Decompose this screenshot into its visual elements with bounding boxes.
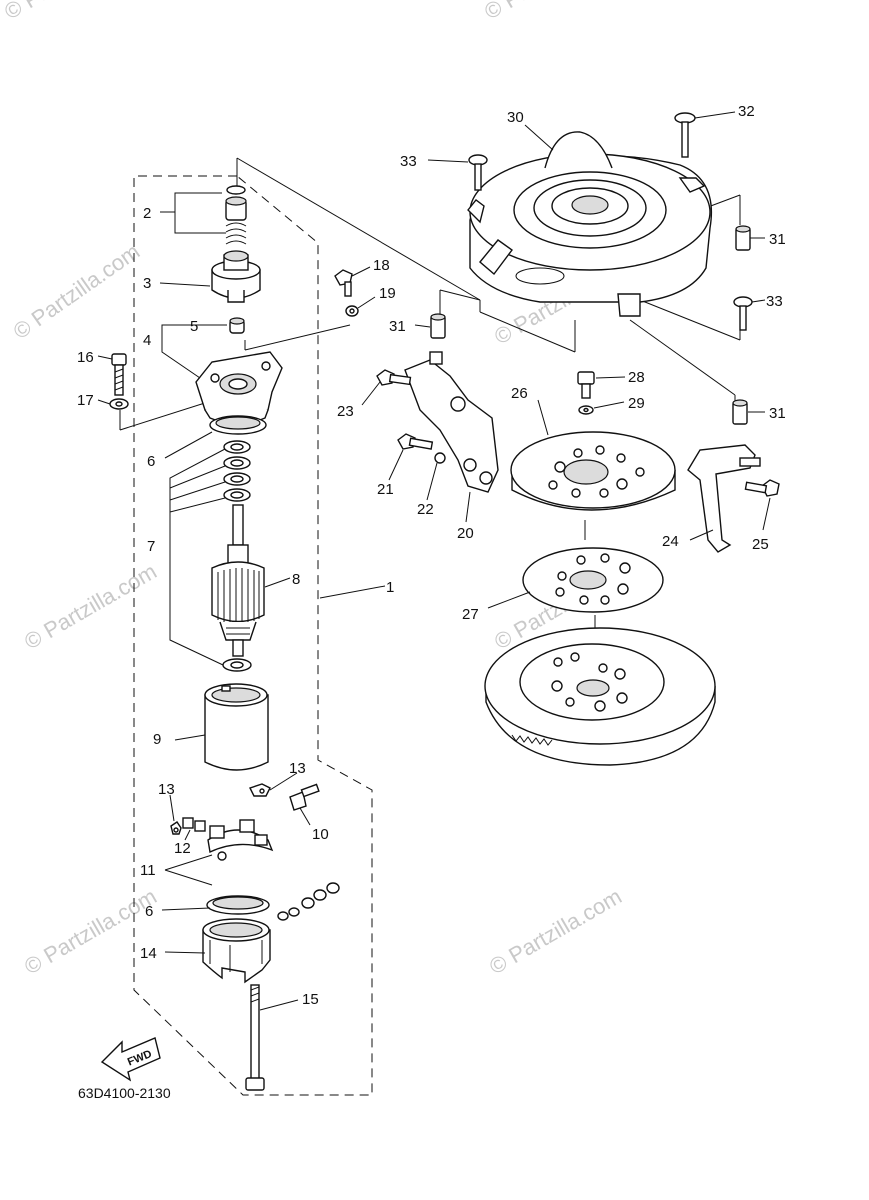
flywheel[interactable] <box>484 627 716 766</box>
callout-32: 32 <box>738 103 755 120</box>
callout-14: 14 <box>140 945 157 962</box>
callout-3: 3 <box>143 275 151 292</box>
callout-23: 23 <box>337 403 354 420</box>
callout-10: 10 <box>312 826 329 843</box>
terminal-bolt[interactable] <box>289 783 320 811</box>
pulser-coil-plate[interactable] <box>522 547 664 613</box>
screw[interactable] <box>468 154 488 191</box>
watermark-text: © Partzilla.com <box>20 884 161 980</box>
starter-pinion-drive[interactable] <box>211 250 261 303</box>
bolt[interactable] <box>577 371 595 399</box>
washer[interactable] <box>345 305 359 317</box>
o-ring-upper[interactable] <box>209 415 267 435</box>
pinion-stop-collar[interactable] <box>225 185 247 245</box>
armature[interactable] <box>211 504 265 657</box>
callout-31c: 31 <box>769 405 786 422</box>
callout-17: 17 <box>77 392 94 409</box>
starter-assembly-boundary <box>133 175 373 1096</box>
callout-31b: 31 <box>389 318 406 335</box>
bolt[interactable] <box>397 433 434 450</box>
callout-15: 15 <box>302 991 319 1008</box>
stator-plate[interactable] <box>510 431 676 511</box>
callout-21: 21 <box>377 481 394 498</box>
washer[interactable] <box>109 398 129 410</box>
thrust-washers[interactable] <box>222 440 252 672</box>
callout-9: 9 <box>153 731 161 748</box>
nut-washer-set[interactable] <box>277 882 340 921</box>
callout-33b: 33 <box>766 293 783 310</box>
callout-16: 16 <box>77 349 94 366</box>
screw[interactable] <box>674 112 696 158</box>
callout-25: 25 <box>752 536 769 553</box>
callout-31a: 31 <box>769 231 786 248</box>
callout-5: 5 <box>190 318 198 335</box>
callout-labels: 1 2 3 4 5 6 7 8 9 10 11 12 13 13 6 14 15… <box>77 103 786 1008</box>
callout-22: 22 <box>417 501 434 518</box>
callout-20: 20 <box>457 525 474 542</box>
callout-26: 26 <box>511 385 528 402</box>
forward-direction-arrow: FWD <box>100 1037 161 1082</box>
terminal-lug[interactable] <box>249 783 271 797</box>
starter-upper-bracket[interactable] <box>195 351 283 425</box>
washer[interactable] <box>578 405 594 415</box>
callout-1: 1 <box>386 579 394 596</box>
bolt[interactable] <box>376 369 412 386</box>
callout-6: 6 <box>147 453 155 470</box>
callout-27: 27 <box>462 606 479 623</box>
starter-lower-bracket[interactable] <box>202 918 271 984</box>
callout-19: 19 <box>379 285 396 302</box>
callout-7: 7 <box>147 538 155 555</box>
watermark-text: © Partzilla.com <box>9 239 145 345</box>
callout-30: 30 <box>507 109 524 126</box>
callout-18: 18 <box>373 257 390 274</box>
grommet[interactable] <box>732 399 748 425</box>
callout-24: 24 <box>662 533 679 550</box>
bolt[interactable] <box>744 479 780 497</box>
callout-6b: 6 <box>145 903 153 920</box>
callout-29: 29 <box>628 395 645 412</box>
callout-2: 2 <box>143 205 151 222</box>
bolt[interactable] <box>334 269 353 297</box>
grommet[interactable] <box>430 313 446 339</box>
watermark-text: © Partzilla.com <box>485 884 626 980</box>
callout-13a: 13 <box>158 781 175 798</box>
bracket[interactable] <box>404 351 499 493</box>
flywheel-cover[interactable] <box>467 131 713 317</box>
screw[interactable] <box>733 296 753 331</box>
bolt[interactable] <box>111 353 127 396</box>
callout-13b: 13 <box>289 760 306 777</box>
callout-4: 4 <box>143 332 151 349</box>
diagram-code: 63D4100-2130 <box>78 1085 171 1101</box>
washer[interactable] <box>434 452 446 464</box>
callout-11: 11 <box>140 862 156 879</box>
brush-holder[interactable] <box>207 819 274 861</box>
brush[interactable] <box>182 817 206 832</box>
through-bolt[interactable] <box>245 984 265 1091</box>
callout-8: 8 <box>292 571 300 588</box>
watermark-text: © Partzilla.com <box>20 559 161 655</box>
watermark-text: © Partzilla.com <box>0 0 141 24</box>
grommet[interactable] <box>735 225 751 251</box>
starter-yoke[interactable] <box>204 683 269 771</box>
callout-28: 28 <box>628 369 645 386</box>
callout-12: 12 <box>174 840 191 857</box>
watermark-text: © Partzilla.com <box>480 0 621 24</box>
callout-33a: 33 <box>400 153 417 170</box>
leader-lines <box>97 111 771 1011</box>
mounting-bracket[interactable] <box>687 444 761 553</box>
terminal-lug[interactable] <box>170 821 182 835</box>
o-ring-lower[interactable] <box>206 895 270 915</box>
bushing[interactable] <box>229 317 245 334</box>
